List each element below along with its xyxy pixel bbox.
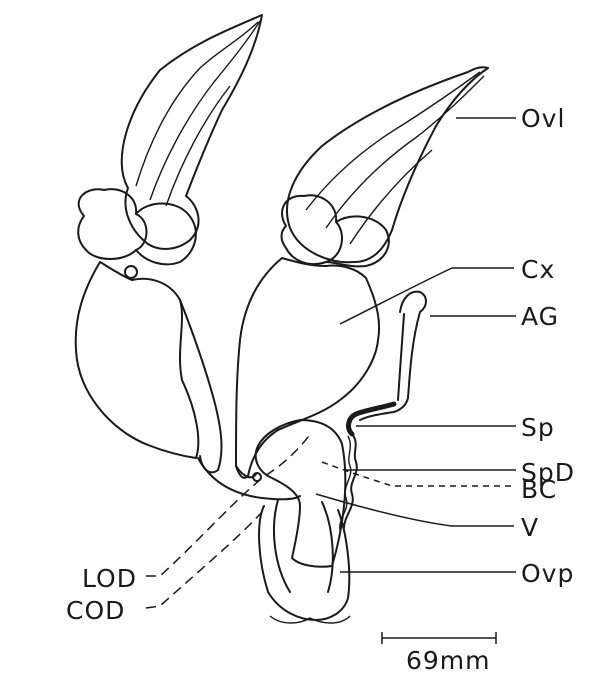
left-lateral-oviduct [198,458,300,499]
label-ovipositor: Ovp [521,561,574,586]
scale-bar [382,632,496,644]
ovipositor [259,506,349,620]
label-vagina: V [521,515,539,540]
scale-bar-label: 69mm [406,648,491,673]
label-lateral-oviduct: LOD [82,566,137,591]
label-common-oviduct: COD [66,598,125,623]
label-spermatheca: Sp [521,415,555,440]
right-ovary [236,67,488,478]
spermatheca [349,404,394,434]
left-ovary [76,15,262,472]
label-accessory-gland: AG [521,304,559,329]
accessory-gland [360,292,426,420]
label-ovariole: Ovl [521,106,565,131]
label-calyx: Cx [521,257,555,282]
label-bursa-copulatrix: BC [521,477,557,502]
